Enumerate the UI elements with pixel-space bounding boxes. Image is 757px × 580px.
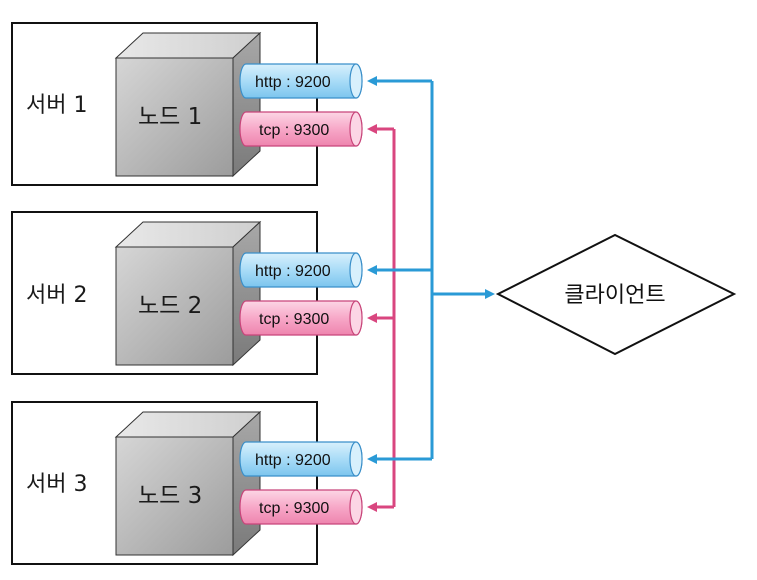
- node-1-http-label: http : 9200: [255, 74, 331, 91]
- node-3-tcp-label: tcp : 9300: [259, 500, 329, 517]
- server-2: 서버 2 노드 2 http : 9200 tcp : 9300: [11, 211, 363, 375]
- node-2-tcp-label: tcp : 9300: [259, 311, 329, 328]
- node-1-side-face: [232, 31, 261, 178]
- client-diamond: [495, 233, 737, 356]
- node-1-tcp-cylinder-end: [349, 111, 363, 147]
- node-1-front-face: [115, 57, 234, 177]
- node-3-http-port: http : 9200: [239, 441, 363, 477]
- node-1-http-cylinder-end: [349, 63, 363, 99]
- http-connections: [367, 76, 495, 464]
- tcp-connections: [367, 124, 396, 512]
- node-1-tcp-port: tcp : 9300: [239, 111, 363, 147]
- node-2-side-face: [232, 220, 261, 367]
- client-label: 클라이언트: [564, 283, 665, 308]
- node-3-tcp-cylinder-end: [349, 489, 363, 525]
- node-3-label: 노드 3: [138, 483, 202, 509]
- node-2-http-port: http : 9200: [239, 252, 363, 288]
- server-1: 서버 1 노드 1 http : 9200 tcp : 9300: [11, 22, 363, 186]
- node-2-tcp-cylinder-end: [349, 300, 363, 336]
- node-2-cube: 노드 2: [114, 220, 262, 367]
- node-3-tcp-port: tcp : 9300: [239, 489, 363, 525]
- node-1-http-port: http : 9200: [239, 63, 363, 99]
- node-1-tcp-label: tcp : 9300: [259, 122, 329, 139]
- node-3-cube: 노드 3: [114, 410, 262, 557]
- node-3-side-face: [232, 410, 261, 557]
- client: 클라이언트: [495, 233, 737, 356]
- node-2-tcp-port: tcp : 9300: [239, 300, 363, 336]
- node-1-cube: 노드 1: [114, 31, 262, 178]
- node-2-label: 노드 2: [138, 293, 202, 319]
- server-1-label: 서버 1: [26, 93, 87, 118]
- node-3-http-cylinder-end: [349, 441, 363, 477]
- server-3-label: 서버 3: [26, 472, 87, 497]
- node-1-label: 노드 1: [138, 104, 202, 130]
- node-2-http-cylinder-end: [349, 252, 363, 288]
- server-3: 서버 3 노드 3 http : 9200 tcp : 9300: [11, 401, 363, 565]
- node-2-front-face: [115, 246, 234, 366]
- server-2-label: 서버 2: [26, 283, 87, 308]
- node-3-front-face: [115, 436, 234, 556]
- node-3-http-label: http : 9200: [255, 452, 331, 469]
- node-2-http-label: http : 9200: [255, 263, 331, 280]
